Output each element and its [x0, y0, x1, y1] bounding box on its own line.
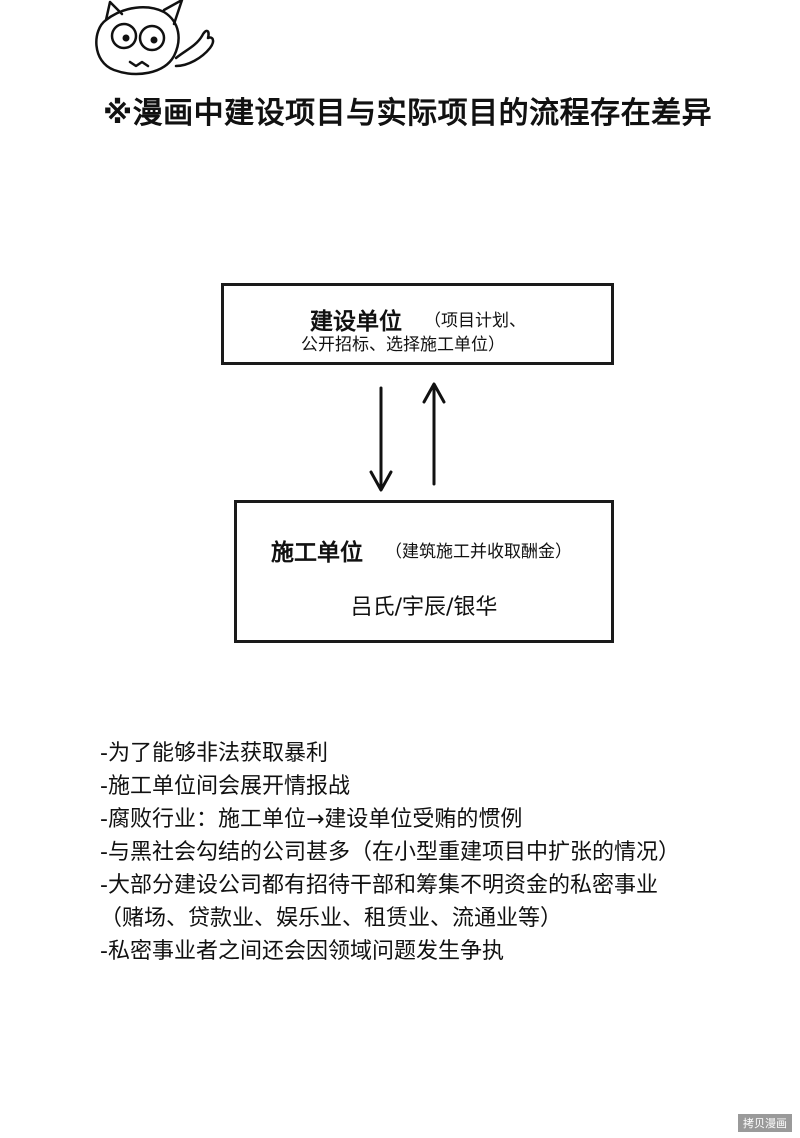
owner-note-line2: 公开招标、选择施工单位） [301, 335, 505, 355]
contractor-members: 吕氏/宇辰/银华 [350, 595, 498, 620]
list-item: -与黑社会勾结的公司甚多（在小型重建项目中扩张的情况） [100, 840, 680, 865]
owner-title: 建设单位 [310, 309, 402, 335]
owner-note-line1: （项目计划、 [424, 311, 526, 331]
watermark: 拷贝漫画 [738, 1114, 792, 1132]
list-item: -施工单位间会展开情报战 [100, 774, 350, 799]
list-item: -大部分建设公司都有招待干部和筹集不明资金的私密事业 [100, 873, 658, 898]
list-item: （赌场、贷款业、娱乐业、租赁业、流通业等） [100, 906, 563, 931]
flow-arrows [369, 382, 446, 492]
contractor-title: 施工单位 [271, 540, 363, 566]
list-item: -私密事业者之间还会因领域问题发生争执 [100, 939, 504, 964]
notes-list: -为了能够非法获取暴利 -施工单位间会展开情报战 -腐败行业：施工单位→建设单位… [100, 737, 680, 968]
down-arrow-icon [369, 386, 393, 492]
list-item: -腐败行业：施工单位→建设单位受贿的惯例 [100, 807, 523, 832]
contractor-note: （建筑施工并收取酬金） [385, 542, 572, 562]
contractor-box: 施工单位 （建筑施工并收取酬金） 吕氏/宇辰/银华 [234, 500, 614, 643]
list-item: -为了能够非法获取暴利 [100, 741, 328, 766]
page-heading: ※漫画中建设项目与实际项目的流程存在差异 [103, 96, 713, 131]
up-arrow-icon [422, 382, 446, 486]
cat-mascot-icon [95, 0, 215, 76]
construction-owner-box: 建设单位 （项目计划、 公开招标、选择施工单位） [221, 283, 614, 365]
